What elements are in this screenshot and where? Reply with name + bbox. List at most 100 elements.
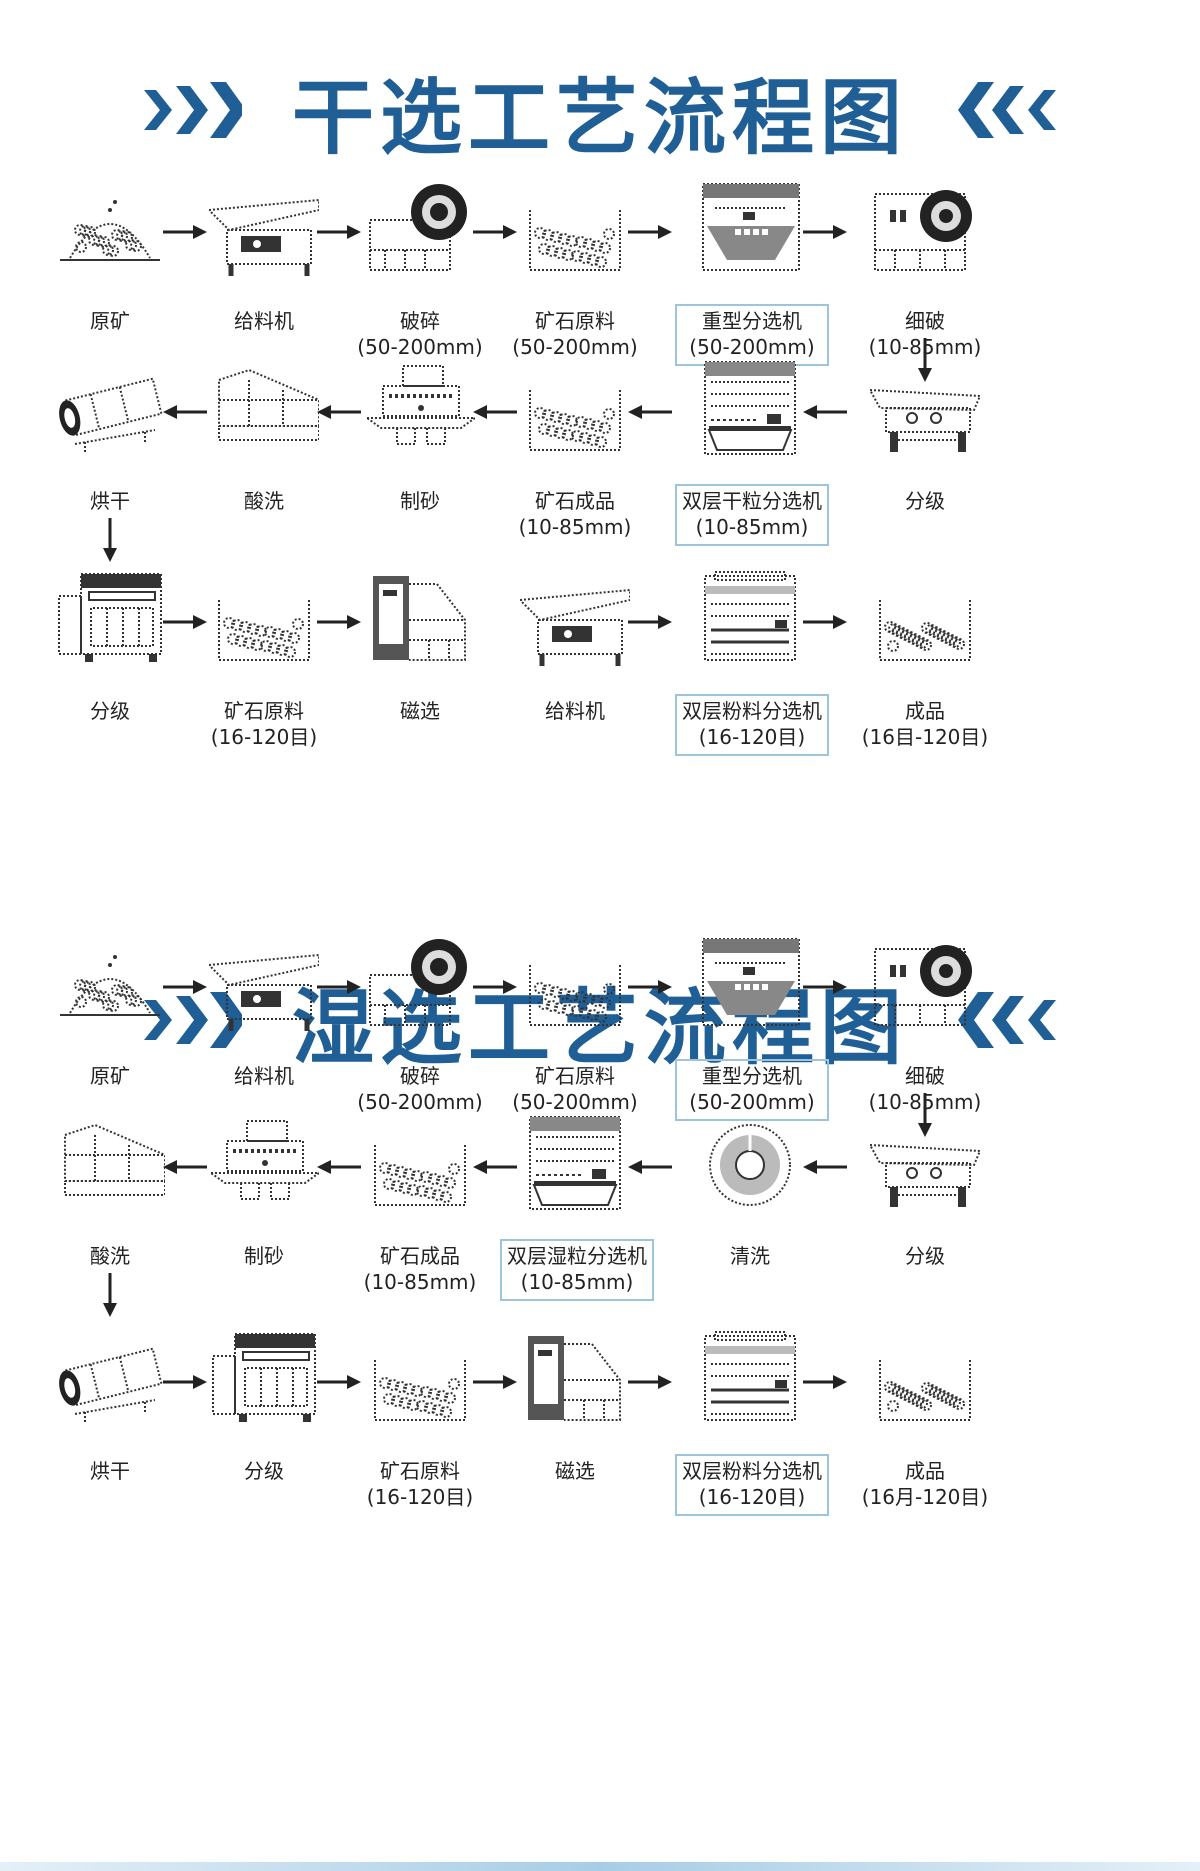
- step-name: 原矿: [90, 1064, 130, 1088]
- step-spec: (50-200mm): [689, 1090, 815, 1114]
- step-label: 破碎(50-200mm): [330, 1063, 510, 1115]
- sand-maker-icon: [209, 1115, 319, 1215]
- step-label: 清洗: [660, 1243, 840, 1269]
- step-name: 烘干: [90, 489, 130, 513]
- step-label: 磁选: [330, 698, 510, 724]
- step-label: 原矿: [20, 1063, 200, 1089]
- screen-icon: [870, 360, 980, 460]
- step-name: 分级: [905, 1244, 945, 1268]
- arrow-left-icon: [473, 1159, 517, 1179]
- feeder-icon: [209, 180, 319, 280]
- ore-pile-icon: [55, 935, 165, 1035]
- step-name: 重型分选机: [702, 309, 802, 333]
- step-name: 细破: [905, 1064, 945, 1088]
- arrow-right-icon: [803, 979, 847, 999]
- ore-bin-icon: [520, 180, 630, 280]
- arrow-left-icon: [473, 404, 517, 424]
- chevrons-right-icon: [142, 82, 242, 138]
- step-label: 酸洗: [174, 488, 354, 514]
- step-label: 双层湿粒分选机(10-85mm): [500, 1239, 654, 1301]
- powder-sorter-icon: [695, 570, 805, 670]
- arrow-right-icon: [317, 614, 361, 634]
- step-label: 重型分选机(50-200mm): [675, 304, 829, 366]
- step-spec: (50-200mm): [689, 335, 815, 359]
- step-name: 给料机: [545, 699, 605, 723]
- step-spec: (16月-120目): [861, 1485, 989, 1509]
- arrow-left-icon: [628, 1159, 672, 1179]
- step-name: 分级: [905, 489, 945, 513]
- arrow-right-icon: [317, 224, 361, 244]
- sorter-icon: [695, 935, 805, 1035]
- ore-bin-icon: [365, 1330, 475, 1430]
- arrow-down-icon: [917, 338, 933, 386]
- step-label: 重型分选机(50-200mm): [675, 1059, 829, 1121]
- step-label: 酸洗: [20, 1243, 200, 1269]
- feeder-icon: [209, 935, 319, 1035]
- arrow-right-icon: [473, 1374, 517, 1394]
- step-name: 双层湿粒分选机: [507, 1244, 647, 1268]
- step-label: 矿石成品(10-85mm): [485, 488, 665, 540]
- arrow-right-icon: [163, 1374, 207, 1394]
- dryer-icon: [55, 360, 165, 460]
- step-label: 成品(16月-120目): [835, 1458, 1015, 1510]
- step-label: 矿石成品(10-85mm): [330, 1243, 510, 1295]
- step-spec: (16-120目): [210, 725, 318, 749]
- ore-bin-icon: [520, 935, 630, 1035]
- feeder-icon: [520, 570, 630, 670]
- step-spec: (10-85mm): [695, 515, 809, 539]
- step-name: 矿石原料: [535, 1064, 615, 1088]
- ore-bin-icon: [520, 360, 630, 460]
- arrow-right-icon: [473, 979, 517, 999]
- step-name: 原矿: [90, 309, 130, 333]
- step-spec: (50-200mm): [357, 1090, 483, 1114]
- step-name: 双层粉料分选机: [682, 699, 822, 723]
- step-name: 清洗: [730, 1244, 770, 1268]
- bottom-decor-bar: [0, 1862, 1200, 1871]
- chevrons-right-icon: [142, 992, 242, 1048]
- ore-bin-icon: [209, 570, 319, 670]
- magnetic-separator-icon: [520, 1330, 630, 1430]
- fine-crusher-icon: [870, 935, 980, 1035]
- arrow-left-icon: [803, 404, 847, 424]
- step-name: 破碎: [400, 309, 440, 333]
- arrow-left-icon: [317, 1159, 361, 1179]
- step-label: 给料机: [174, 1063, 354, 1089]
- step-spec: (50-200mm): [512, 1090, 638, 1114]
- step-name: 分级: [244, 1459, 284, 1483]
- crusher-icon: [365, 180, 475, 280]
- arrow-right-icon: [628, 1374, 672, 1394]
- step-name: 成品: [905, 1459, 945, 1483]
- step-spec: (16-120目): [698, 1485, 806, 1509]
- step-label: 分级: [20, 698, 200, 724]
- step-name: 矿石成品: [380, 1244, 460, 1268]
- arrow-left-icon: [803, 1159, 847, 1179]
- arrow-right-icon: [628, 979, 672, 999]
- step-label: 给料机: [174, 308, 354, 334]
- step-label: 矿石原料(16-120目): [330, 1458, 510, 1510]
- step-name: 磁选: [555, 1459, 595, 1483]
- arrow-left-icon: [628, 404, 672, 424]
- step-label: 矿石原料(50-200mm): [485, 308, 665, 360]
- arrow-right-icon: [803, 1374, 847, 1394]
- step-name: 矿石原料: [535, 309, 615, 333]
- arrow-left-icon: [163, 1159, 207, 1179]
- step-name: 重型分选机: [702, 1064, 802, 1088]
- step-label: 分级: [174, 1458, 354, 1484]
- step-label: 磁选: [485, 1458, 665, 1484]
- double-sorter-icon: [695, 360, 805, 460]
- step-name: 细破: [905, 309, 945, 333]
- arrow-down-icon: [102, 518, 118, 566]
- step-name: 给料机: [234, 309, 294, 333]
- step-spec: (10-85mm): [518, 515, 632, 539]
- step-label: 分级: [835, 1243, 1015, 1269]
- sorter-icon: [695, 180, 805, 280]
- product-bin-icon: [870, 1330, 980, 1430]
- step-label: 给料机: [485, 698, 665, 724]
- step-name: 双层粉料分选机: [682, 1459, 822, 1483]
- step-label: 双层粉料分选机(16-120目): [675, 694, 829, 756]
- section-heading: 干选工艺流程图: [0, 60, 1200, 166]
- step-label: 破碎(50-200mm): [330, 308, 510, 360]
- double-sorter-icon: [520, 1115, 630, 1215]
- washer-drum-icon: [695, 1115, 805, 1215]
- dryer-icon: [55, 1330, 165, 1430]
